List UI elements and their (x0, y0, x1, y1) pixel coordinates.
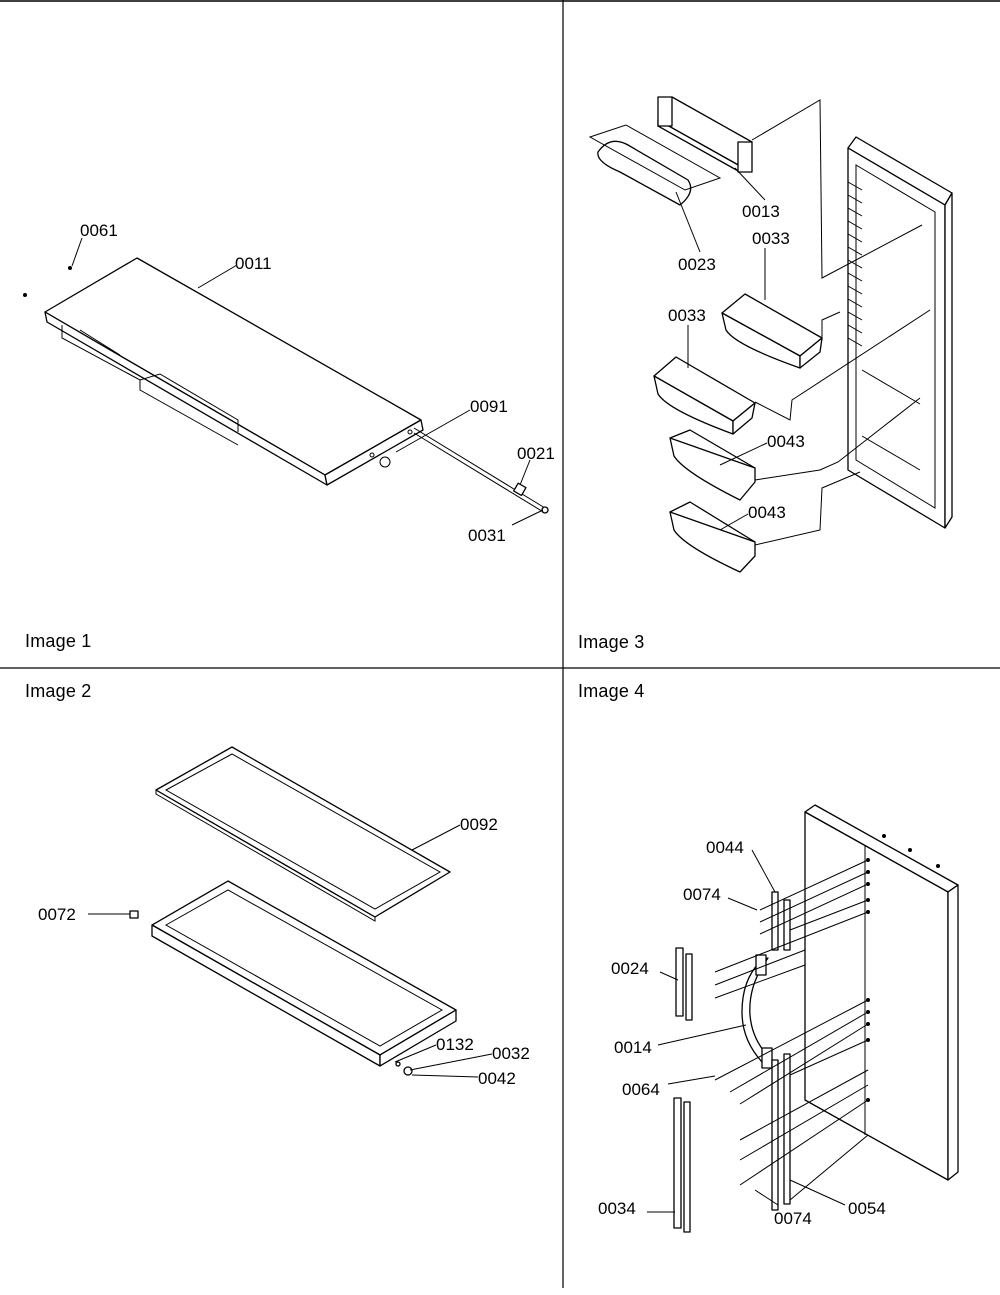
part-label: 0013 (742, 202, 780, 221)
part-label: 0044 (706, 838, 744, 857)
part-label: 0072 (38, 905, 76, 924)
part-label: 0074 (683, 885, 721, 904)
part-label: 0132 (436, 1035, 474, 1054)
part-label: 0033 (668, 306, 706, 325)
panel-caption-image-3: Image 3 (578, 632, 645, 652)
part-label: 0024 (611, 959, 649, 978)
part-label: 0014 (614, 1038, 652, 1057)
part-label: 0021 (517, 444, 555, 463)
part-label: 0064 (622, 1080, 660, 1099)
part-label: 0033 (752, 229, 790, 248)
image1-shelf-drawing (23, 237, 549, 526)
part-label: 0043 (767, 432, 805, 451)
part-label: 0092 (460, 815, 498, 834)
part-label: 0031 (468, 526, 506, 545)
part-label: 0054 (848, 1199, 886, 1218)
part-label: 0023 (678, 255, 716, 274)
part-label: 0043 (748, 503, 786, 522)
part-label: 0042 (478, 1069, 516, 1088)
image2-frame-drawing (88, 746, 493, 1078)
panel-caption-image-2: Image 2 (25, 681, 92, 701)
panel-caption-image-4: Image 4 (578, 681, 645, 701)
image4-door-handle-drawing (647, 804, 959, 1233)
panel-caption-image-1: Image 1 (25, 631, 92, 651)
part-label: 0091 (470, 397, 508, 416)
part-label: 0011 (235, 254, 272, 273)
part-label: 0074 (774, 1209, 812, 1228)
part-label: 0061 (80, 221, 118, 240)
image3-door-drawing (588, 96, 953, 573)
part-label: 0032 (492, 1044, 530, 1063)
part-label: 0034 (598, 1199, 636, 1218)
